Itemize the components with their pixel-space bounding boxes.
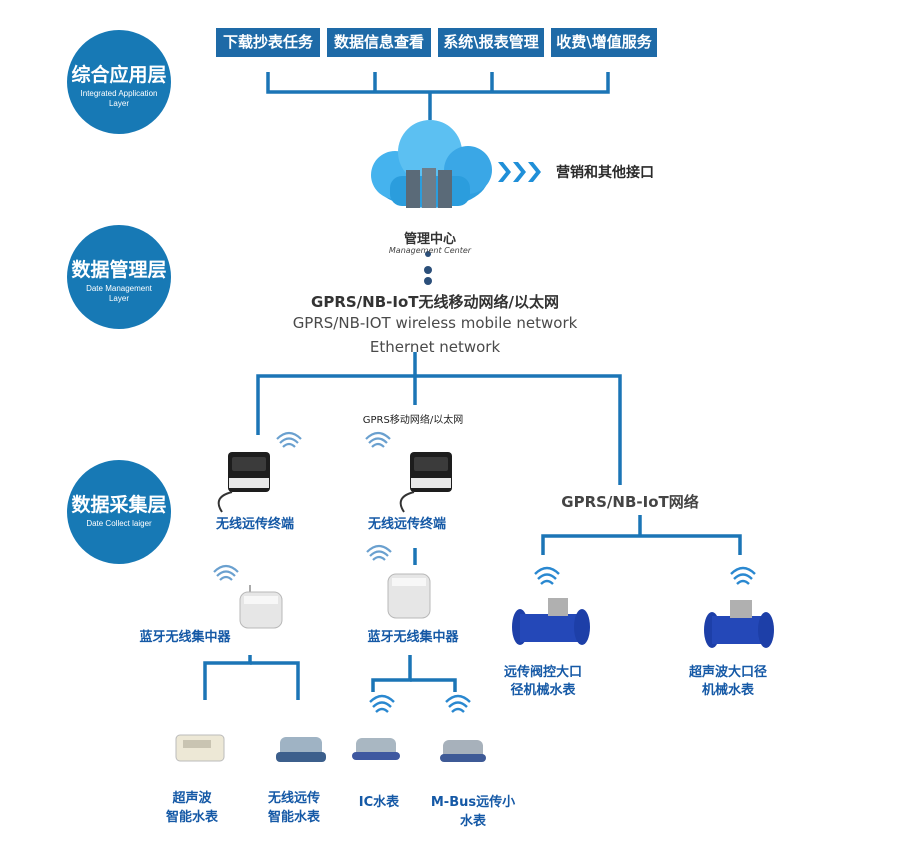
large-water-meter-icon: [512, 598, 774, 648]
network-title: GPRS/NB-IoT无线移动网络/以太网: [311, 293, 559, 311]
wireless-signal-icons-blue: [369, 566, 756, 713]
ultrasonic-meter-label-1: 超声波: [172, 791, 212, 806]
layer-application-title: 综合应用层: [71, 64, 167, 86]
mbus-meter-label-2: 水表: [459, 814, 486, 829]
layer-management-subtitle: Date Management Layer: [86, 284, 152, 303]
ultrasonic-meter-label-2: 智能水表: [165, 810, 218, 825]
service-data-view: 数据信息查看: [327, 28, 431, 57]
layer-application-subtitle: Integrated Application Layer: [80, 89, 158, 108]
terminal-label-1: 无线远传终端: [215, 517, 294, 532]
layer-management-title: 数据管理层: [71, 259, 167, 281]
big-valve-meter-label-1: 远传阀控大口: [503, 665, 582, 680]
layer-application: 综合应用层 Integrated Application Layer: [67, 30, 171, 134]
center-subtitle: Management Center: [388, 246, 472, 255]
network-subtitle-1: GPRS/NB-IOT wireless mobile network: [292, 314, 578, 332]
small-water-meter-icon: [175, 734, 486, 762]
terminal-label-2: 无线远传终端: [367, 517, 446, 532]
layer-collect-subtitle: Date Collect laiger: [86, 519, 152, 528]
concentrator-device-icon: [239, 573, 431, 629]
wireless-meter-label-1: 无线远传: [267, 791, 320, 806]
big-ultrasonic-meter-label-1: 超声波大口径: [688, 665, 767, 680]
service-report-management: 系统\报表管理: [438, 28, 544, 57]
concentrator-label-1: 蓝牙无线集中器: [139, 630, 231, 645]
interface-label: 营销和其他接口: [556, 165, 654, 181]
wireless-signal-icons: [213, 431, 392, 581]
concentrator-label-2: 蓝牙无线集中器: [367, 630, 459, 645]
ic-meter-label: IC水表: [358, 795, 400, 810]
center-dots: [424, 251, 432, 285]
cloud-icon: [371, 120, 492, 208]
service-download-task: 下载抄表任务: [216, 28, 320, 57]
big-valve-meter-label-2: 径机械水表: [510, 683, 576, 698]
chevron-arrows: [498, 162, 541, 182]
network-subtitle-2: Ethernet network: [369, 338, 501, 356]
service-billing: 收费\增值服务: [551, 28, 657, 57]
wireless-meter-label-2: 智能水表: [267, 810, 320, 825]
right-network-label: GPRS/NB-IoT网络: [561, 493, 699, 511]
layer-management: 数据管理层 Date Management Layer: [67, 225, 171, 329]
mbus-meter-label-1: M-Bus远传小: [430, 795, 516, 810]
terminal-device-icon: [217, 452, 452, 513]
connector-lines: [203, 72, 742, 700]
big-ultrasonic-meter-label-2: 机械水表: [701, 683, 754, 698]
layer-collect: 数据采集层 Date Collect laiger: [67, 460, 171, 564]
center-title: 管理中心: [403, 232, 456, 247]
layer-collect-title: 数据采集层: [71, 494, 167, 516]
mid-network-label: GPRS移动网络/以太网: [362, 415, 464, 426]
